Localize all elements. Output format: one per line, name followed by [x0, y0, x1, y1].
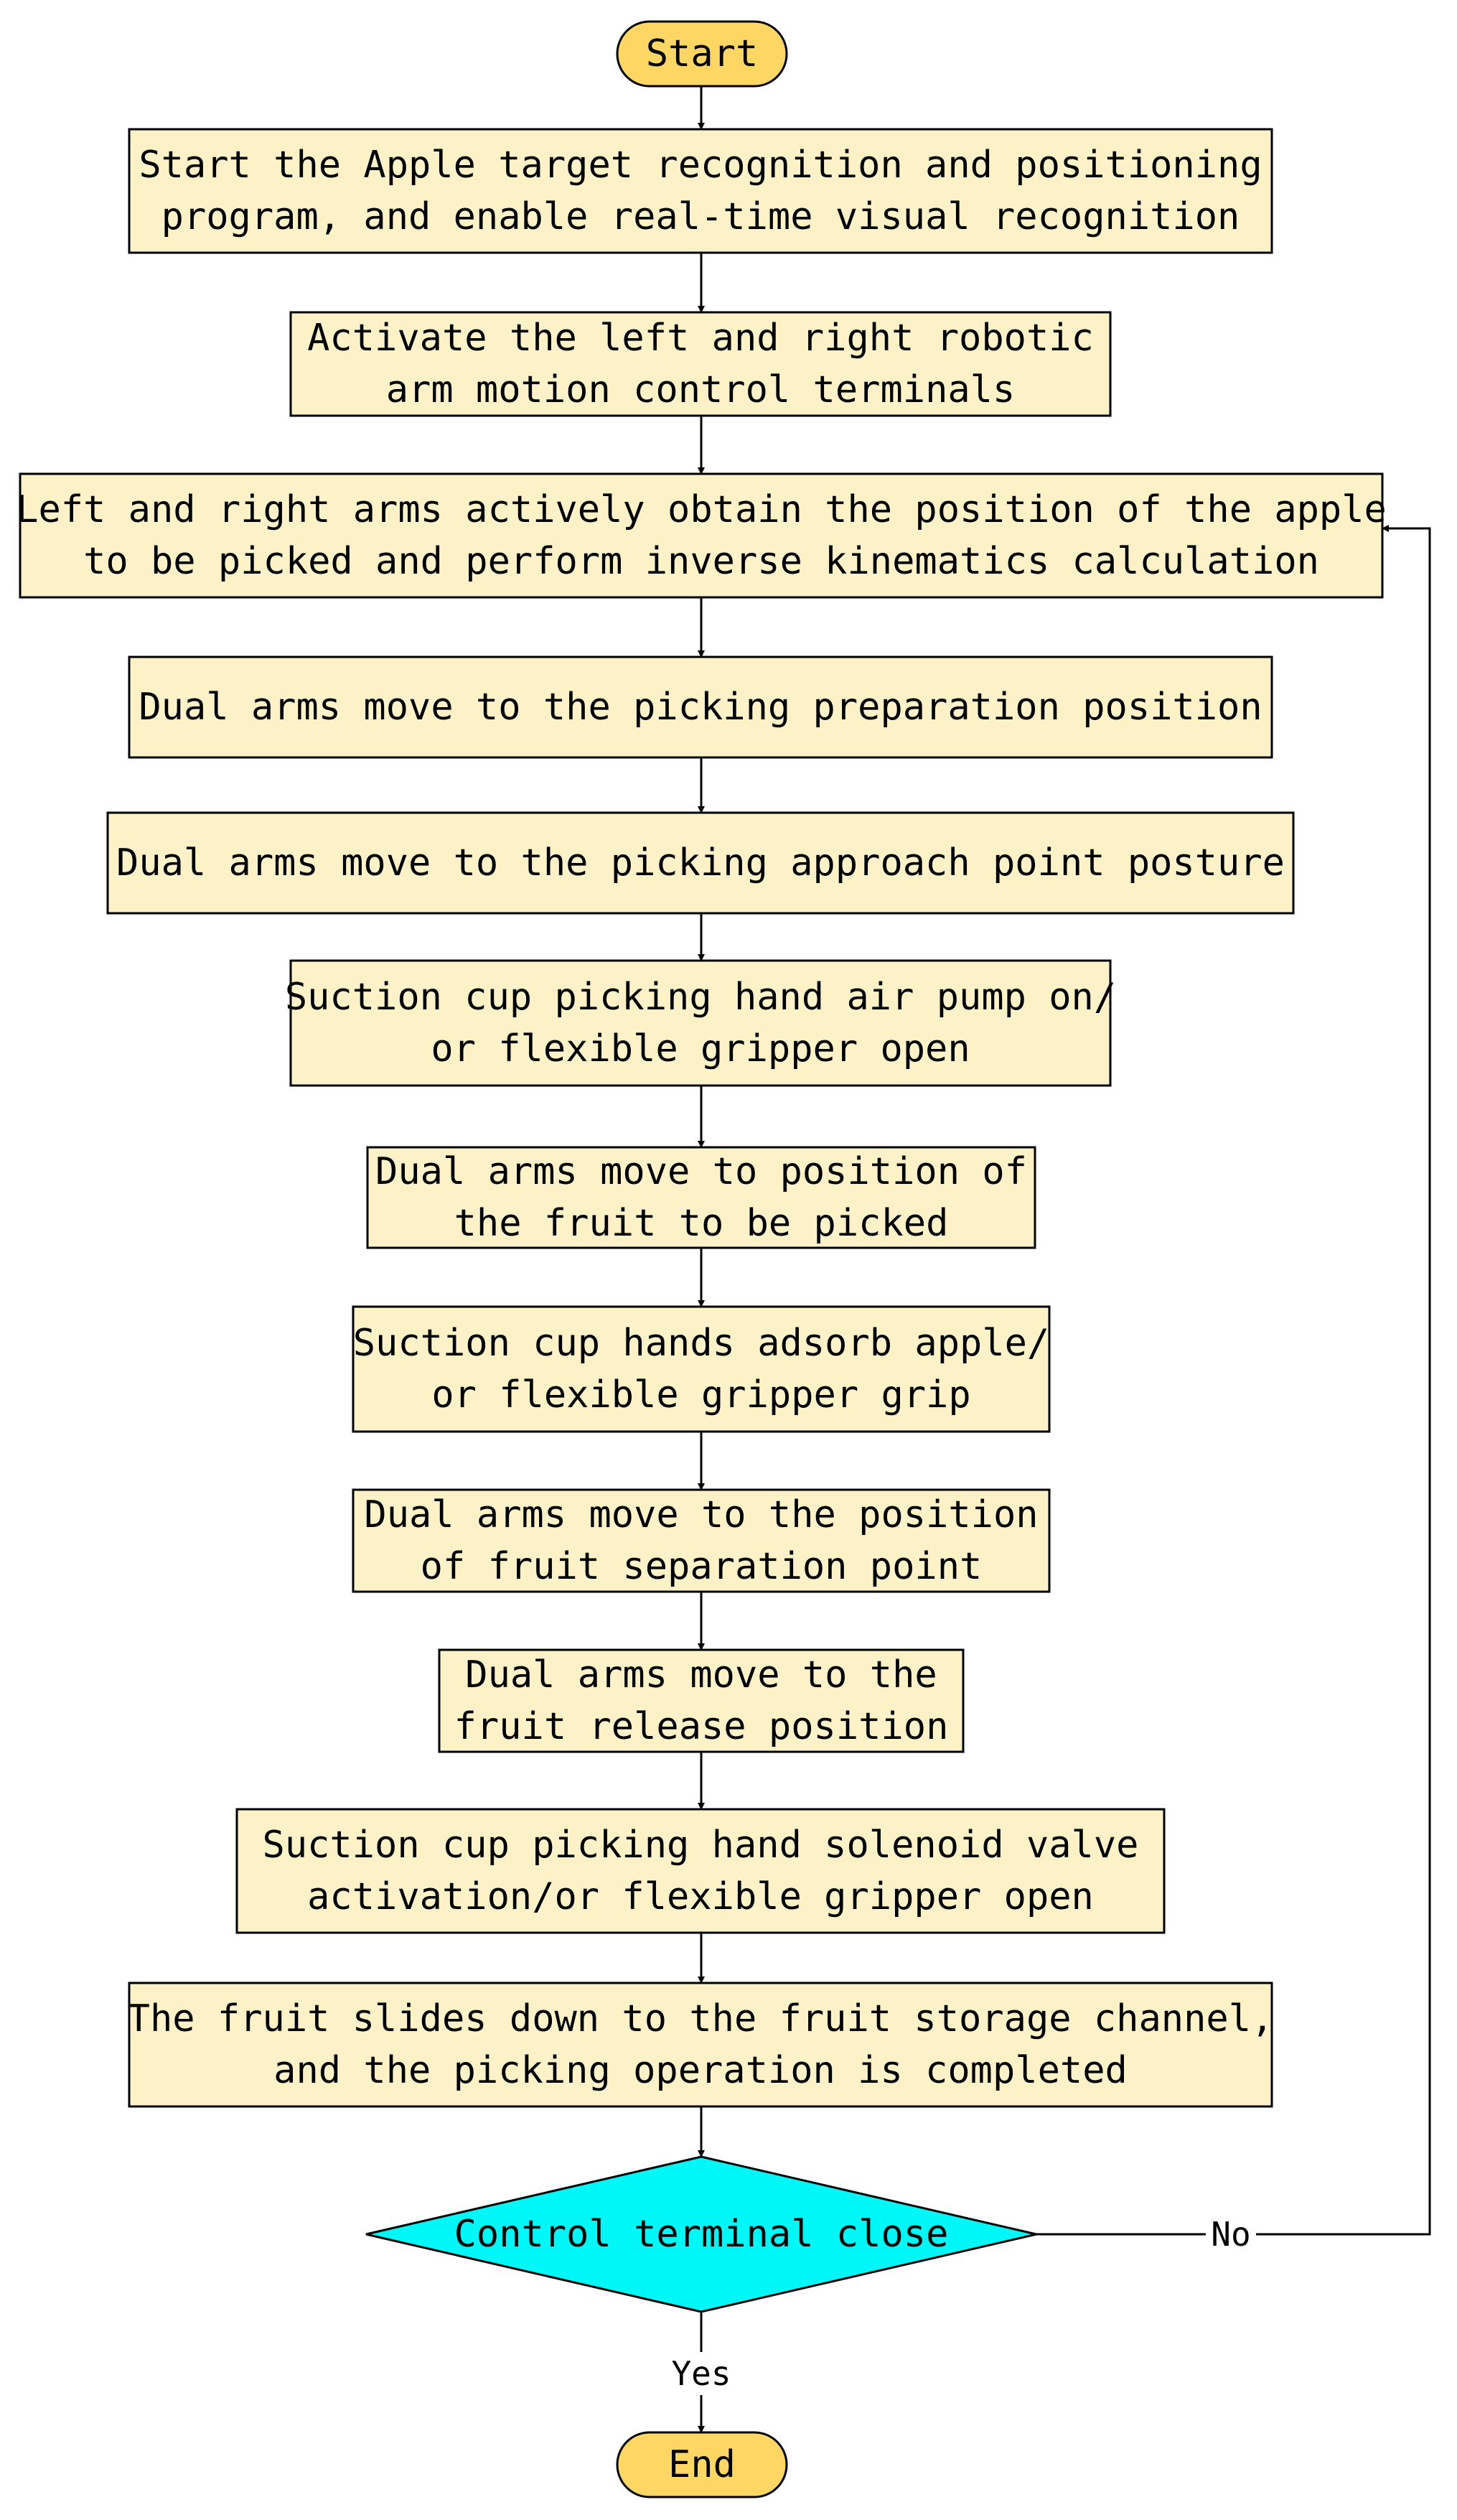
process-shape — [289, 311, 1112, 417]
node-label-line: Start the Apple target recognition and p… — [139, 144, 1262, 187]
node-label-line: The fruit slides down to the fruit stora… — [128, 1997, 1274, 2040]
node-step6: Suction cup picking hand air pump on/or … — [285, 959, 1116, 1087]
process-shape — [438, 1648, 965, 1753]
node-step12: The fruit slides down to the fruit stora… — [128, 1982, 1274, 2108]
node-label-line: Control terminal close — [454, 2213, 949, 2256]
node-label-line: of fruit separation point — [421, 1545, 983, 1588]
node-label-line: End — [668, 2443, 736, 2486]
node-label-line: Suction cup picking hand air pump on/ — [285, 976, 1116, 1019]
node-step2: Activate the left and right robotic arm m… — [289, 311, 1112, 417]
edge-label-yes-bg — [665, 2352, 737, 2395]
process-shape — [128, 1982, 1273, 2108]
node-label-line: Suction cup hands adsorb apple/ — [353, 1322, 1050, 1365]
node-label-line: Left and right arms actively obtain the … — [16, 488, 1387, 531]
node-step3: Left and right arms actively obtain the … — [16, 472, 1387, 599]
process-shape — [366, 1146, 1036, 1249]
node-step4: Dual arms move to the picking preparatio… — [128, 655, 1273, 759]
node-step7: Dual arms move to position of the fruit t… — [366, 1146, 1036, 1249]
node-start: Start — [616, 20, 788, 88]
process-shape — [352, 1488, 1051, 1593]
node-label-line: Activate the left and right robotic — [307, 317, 1094, 360]
process-shape — [128, 128, 1273, 254]
node-label-line: and the picking operation is completed — [273, 2049, 1128, 2092]
edge-label-yes: Yes — [671, 2354, 731, 2393]
node-step11: Suction cup picking hand solenoid valve a… — [235, 1808, 1166, 1934]
arrow-decision-to-step3 — [1036, 525, 1431, 2236]
node-label-line: or flexible gripper grip — [431, 1373, 970, 1417]
node-step10: Dual arms move to the fruit release posit… — [438, 1648, 965, 1753]
terminal-shape — [616, 20, 788, 88]
node-label-line: or flexible gripper open — [431, 1027, 970, 1070]
node-label-line: Dual arms move to the picking preparatio… — [139, 686, 1262, 729]
node-label-line: to be picked and perform inverse kinemat… — [83, 540, 1319, 583]
process-shape — [128, 655, 1273, 759]
edges-layer: Yes No — [665, 86, 1431, 2433]
node-label-line: arm motion control terminals — [386, 368, 1016, 411]
node-end: End — [616, 2431, 788, 2498]
process-shape — [235, 1808, 1166, 1934]
node-label-line: Dual arms move to the position — [364, 1493, 1038, 1536]
node-label-line: program, and enable real-time visual rec… — [161, 195, 1240, 238]
node-label-line: fruit release position — [454, 1705, 949, 1748]
process-shape — [352, 1305, 1051, 1433]
node-label-line: Dual arms move to position of — [375, 1150, 1027, 1193]
node-step5: Dual arms move to the picking approach p… — [106, 811, 1295, 915]
node-label-line: Suction cup picking hand solenoid valve — [263, 1824, 1139, 1867]
node-label-line: Dual arms move to the — [465, 1653, 937, 1697]
decision-shape — [365, 2155, 1037, 2313]
edge-label-no: No — [1211, 2215, 1250, 2254]
node-decision: Control terminal close — [365, 2155, 1037, 2313]
terminal-shape — [616, 2431, 788, 2498]
node-label-line: Dual arms move to the picking approach p… — [116, 841, 1285, 885]
node-label-line: Start — [646, 32, 759, 75]
process-shape — [19, 472, 1384, 599]
edge-label-no-bg — [1206, 2213, 1256, 2256]
process-shape — [289, 959, 1112, 1087]
node-label-line: activation/or flexible gripper open — [307, 1875, 1094, 1918]
node-step9: Dual arms move to the position of fruit s… — [352, 1488, 1051, 1593]
node-step1: Start the Apple target recognition and p… — [128, 128, 1273, 254]
node-step8: Suction cup hands adsorb apple/or flexib… — [352, 1305, 1051, 1433]
process-shape — [106, 811, 1295, 915]
node-label-line: the fruit to be picked — [454, 1202, 949, 1245]
